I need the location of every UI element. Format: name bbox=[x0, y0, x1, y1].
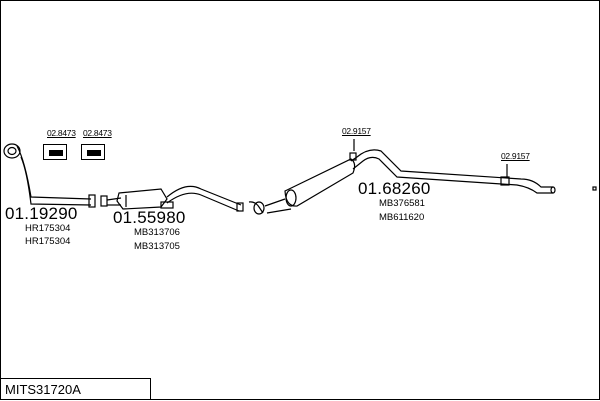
part-reference: MB611620 bbox=[379, 212, 425, 223]
accessory-number: 02.8473 bbox=[47, 128, 76, 138]
title-box: MITS31720A bbox=[1, 378, 151, 400]
accessory-number: 02.8473 bbox=[83, 128, 112, 138]
intermediate-pipe bbox=[106, 185, 244, 212]
diagram-code: MITS31720A bbox=[5, 382, 81, 397]
clamp-kit-icon bbox=[81, 144, 105, 160]
part-number: 01.19290 bbox=[5, 204, 78, 223]
part-reference: MB313705 bbox=[134, 241, 180, 252]
part-reference: MB376581 bbox=[379, 198, 425, 209]
front-pipe bbox=[3, 143, 108, 208]
clamp-kit-icon bbox=[43, 144, 67, 160]
rear-muffler bbox=[248, 139, 556, 215]
edge-marker bbox=[592, 186, 597, 191]
part-reference: HR175304 bbox=[25, 236, 71, 247]
accessory-number: 02.9157 bbox=[501, 151, 530, 161]
accessory-number: 02.9157 bbox=[342, 126, 371, 136]
part-number: 01.68260 bbox=[358, 179, 431, 198]
part-reference: MB313706 bbox=[134, 227, 180, 238]
part-reference: HR175304 bbox=[25, 223, 71, 234]
part-number: 01.55980 bbox=[113, 208, 186, 227]
